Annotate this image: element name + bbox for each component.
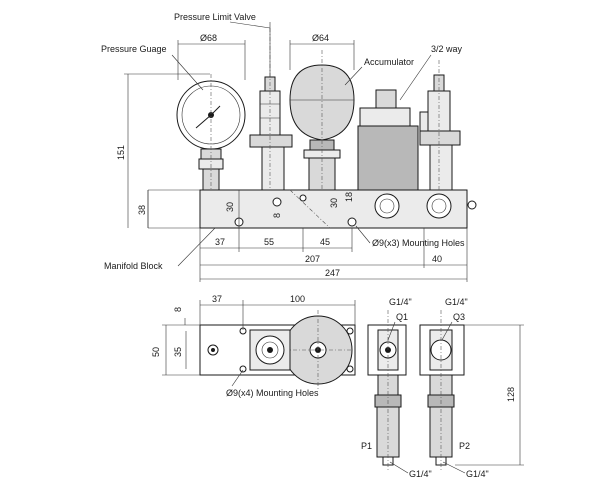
directional-valve-right xyxy=(419,60,461,191)
mounting-hole xyxy=(346,365,354,373)
front-view: Ø68 Ø64 151 38 30 8 30 18 37 55 45 207 4… xyxy=(101,12,477,282)
port-q3-side xyxy=(426,193,452,219)
label-accumulator: Accumulator xyxy=(364,57,414,67)
label-mounting-holes-4: Ø9(x4) Mounting Holes xyxy=(226,388,319,398)
dim-w247: 247 xyxy=(325,268,340,278)
dim-h30b: 30 xyxy=(329,198,339,208)
dim-w55: 55 xyxy=(264,237,274,247)
dim-h8b: 8 xyxy=(173,307,183,312)
mounting-hole xyxy=(299,194,307,202)
mounting-hole xyxy=(272,197,282,207)
label-g14-p1: G1/4" xyxy=(409,469,432,479)
label-q1: Q1 xyxy=(396,312,408,322)
label-pressure-limit-valve: Pressure Limit Valve xyxy=(174,12,256,22)
mounting-hole xyxy=(347,217,357,227)
dim-w37a: 37 xyxy=(215,237,225,247)
dim-w45: 45 xyxy=(320,237,330,247)
pressure-gauge xyxy=(176,74,246,191)
dim-h30a: 30 xyxy=(225,202,235,212)
dim-h151: 151 xyxy=(116,145,126,160)
p2-fitting xyxy=(427,310,455,470)
dim-w37b: 37 xyxy=(212,294,222,304)
label-g14-q3: G1/4" xyxy=(445,297,468,307)
dim-w40: 40 xyxy=(432,254,442,264)
dim-h18: 18 xyxy=(344,192,354,202)
dim-h50: 50 xyxy=(151,347,161,357)
label-q3: Q3 xyxy=(453,312,465,322)
dim-w207: 207 xyxy=(305,254,320,264)
mounting-hole xyxy=(346,327,354,335)
dim-d68: Ø68 xyxy=(200,33,217,43)
label-g14-q1: G1/4" xyxy=(389,297,412,307)
dim-h8a: 8 xyxy=(272,213,282,218)
mounting-hole xyxy=(467,200,477,210)
three-two-way-valve xyxy=(357,89,452,219)
label-p2: P2 xyxy=(459,441,470,451)
pressure-limit-valve xyxy=(249,28,293,191)
p1-fitting xyxy=(374,310,402,470)
dim-h128: 128 xyxy=(506,387,516,402)
label-mounting-holes-3: Ø9(x3) Mounting Holes xyxy=(372,238,465,248)
label-pressure-gauge: Pressure Guage xyxy=(101,44,167,54)
accumulator xyxy=(289,50,355,191)
label-p1: P1 xyxy=(361,441,372,451)
dim-w100: 100 xyxy=(290,294,305,304)
port-q1-side xyxy=(374,193,400,219)
label-three-two-way: 3/2 way xyxy=(431,44,463,54)
dim-d64: Ø64 xyxy=(312,33,329,43)
mounting-hole xyxy=(239,365,247,373)
dim-h35: 35 xyxy=(173,347,183,357)
label-g14-p2: G1/4" xyxy=(466,469,489,479)
dim-h38: 38 xyxy=(137,205,147,215)
top-view: 37 100 8 50 35 128 G1/4" Q1 G1/4" Q3 Ø9(… xyxy=(151,294,524,479)
label-manifold-block: Manifold Block xyxy=(104,261,163,271)
manifold-block xyxy=(199,189,468,229)
